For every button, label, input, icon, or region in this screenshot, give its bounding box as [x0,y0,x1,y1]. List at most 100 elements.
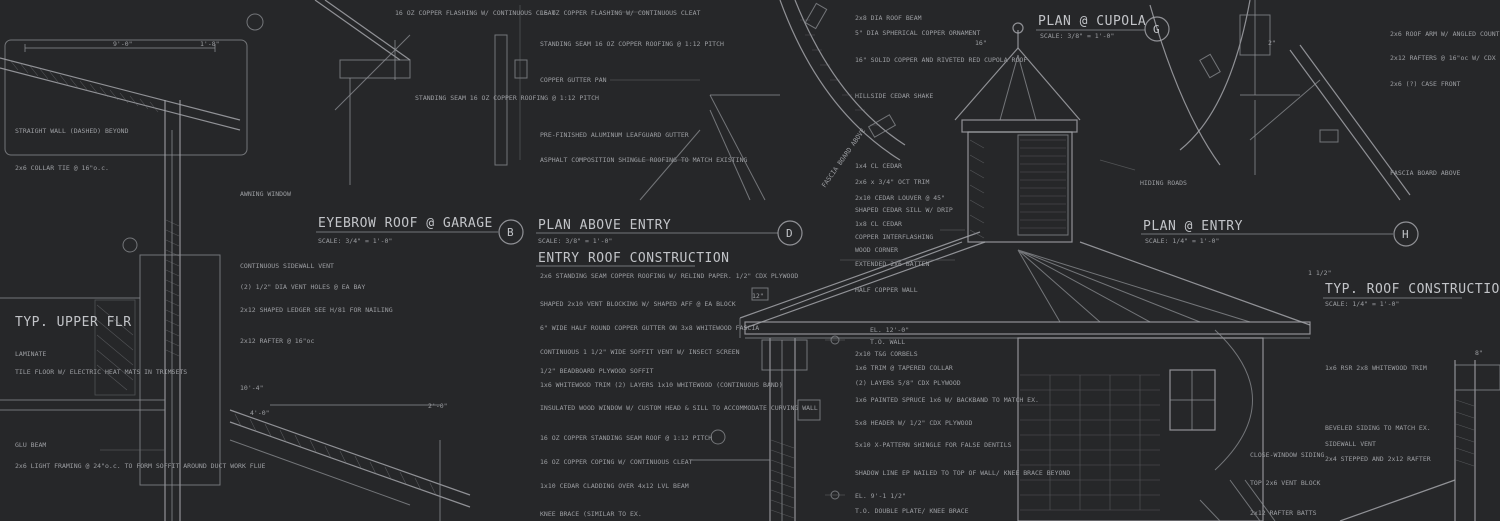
note-tile-floor: TILE FLOOR W/ ELECTRIC HEAT MATS IN TRIM… [15,368,187,376]
svg-text:PLAN @ CUPOLA: PLAN @ CUPOLA [1038,14,1146,29]
svg-text:COPPER INTERFLASHING: COPPER INTERFLASHING [855,233,933,241]
note-copper-flash-a: 16 OZ COPPER FLASHING W/ CONTINUOUS CLEA… [395,9,556,17]
svg-text:16 OZ COPPER FLASHING W/ CONTI: 16 OZ COPPER FLASHING W/ CONTINUOUS CLEA… [540,9,701,17]
svg-text:B: B [507,226,514,239]
svg-text:2x4 STEPPED AND 2x12 RAFTER: 2x4 STEPPED AND 2x12 RAFTER [1325,455,1431,463]
svg-text:PRE-FINISHED ALUMINUM LEAFGUAR: PRE-FINISHED ALUMINUM LEAFGUARD GUTTER [540,131,689,139]
svg-text:1x6 TRIM @ TAPERED COLLAR: 1x6 TRIM @ TAPERED COLLAR [855,364,953,372]
svg-text:SHAPED CEDAR SILL W/ DRIP: SHAPED CEDAR SILL W/ DRIP [855,206,953,214]
svg-text:8": 8" [1475,349,1483,357]
dim-entry-a: 12" [752,292,764,300]
svg-text:PLAN ABOVE ENTRY: PLAN ABOVE ENTRY [538,218,671,233]
svg-text:9'-0": 9'-0" [113,40,133,48]
note-collar-tie: 2x6 COLLAR TIE @ 16"o.c. [15,164,109,172]
svg-text:2x6 STANDING SEAM COPPER ROOFI: 2x6 STANDING SEAM COPPER ROOFING W/ RELI… [540,272,798,280]
svg-text:2x10 T&G CORBELS: 2x10 T&G CORBELS [855,350,918,358]
eave-detail-upper-right: 2x6 ROOF ARM W/ ANGLED COUNTER 2x12 RAFT… [1099,0,1500,201]
svg-text:EL. 9'-1 1/2": EL. 9'-1 1/2" [855,492,906,500]
note-sidewall-vent: CONTINUOUS SIDEWALL VENT [240,262,334,270]
svg-text:HIDING ROADS: HIDING ROADS [1140,179,1187,187]
svg-text:1x6 PAINTED SPRUCE 1x6 W/ BACK: 1x6 PAINTED SPRUCE 1x6 W/ BACKBAND TO MA… [855,396,1039,404]
svg-text:1x6 WHITEWOOD TRIM (2) LAYERS: 1x6 WHITEWOOD TRIM (2) LAYERS 1x10 WHITE… [540,381,783,389]
svg-text:5" DIA SPHERICAL COPPER ORNAME: 5" DIA SPHERICAL COPPER ORNAMENT [855,29,980,37]
dimension-labels: 9'-0" 1'-8" 2'-0" 16" 2" 1 1/2" 8" [113,39,1483,410]
note-awning-window: AWNING WINDOW [240,190,291,198]
svg-text:H: H [1402,228,1409,241]
note-laminate: LAMINATE [15,350,46,358]
note-flashing-2: STANDING SEAM 16 OZ COPPER ROOFING @ 1:1… [415,94,599,102]
svg-text:SCALE: 3/8" = 1'-0": SCALE: 3/8" = 1'-0" [1040,32,1114,40]
svg-text:ENTRY ROOF CONSTRUCTION: ENTRY ROOF CONSTRUCTION [538,251,730,266]
title-plan-cupola: PLAN @ CUPOLA SCALE: 3/8" = 1'-0" G [1036,14,1170,42]
svg-text:HILLSIDE CEDAR SHAKE: HILLSIDE CEDAR SHAKE [855,92,933,100]
note-vent-holes: (2) 1/2" DIA VENT HOLES @ EA BAY [240,283,365,291]
svg-text:TOP 2x6 VENT BLOCK: TOP 2x6 VENT BLOCK [1250,479,1321,487]
svg-text:2x12 RAFTER BATTS: 2x12 RAFTER BATTS [1250,509,1317,517]
svg-text:2x8 DIA ROOF BEAM: 2x8 DIA ROOF BEAM [855,14,922,22]
svg-text:5x8 HEADER W/ 1/2" CDX PLYWOOD: 5x8 HEADER W/ 1/2" CDX PLYWOOD [855,419,972,427]
svg-text:BEVELED SIDING TO MATCH EX.: BEVELED SIDING TO MATCH EX. [1325,424,1431,432]
svg-text:SCALE: 3/4" = 1'-0": SCALE: 3/4" = 1'-0" [318,237,392,245]
svg-text:6" WIDE HALF ROUND COPPER GUTT: 6" WIDE HALF ROUND COPPER GUTTER ON 3x8 … [540,324,759,332]
svg-text:2x10 CEDAR LOUVER @ 45": 2x10 CEDAR LOUVER @ 45" [855,194,945,202]
svg-text:CONTINUOUS 1 1/2" WIDE SOFFIT: CONTINUOUS 1 1/2" WIDE SOFFIT VENT W/ IN… [540,348,740,356]
dim-lower-a: 4'-0" [250,409,270,417]
svg-text:2'-0": 2'-0" [428,402,448,410]
svg-text:PLAN @ ENTRY: PLAN @ ENTRY [1143,219,1243,234]
note-fascia-board: FASCIA BOARD ABOVE [1390,169,1461,177]
svg-text:(2) LAYERS 5/8" CDX PLYWOOD: (2) LAYERS 5/8" CDX PLYWOOD [855,379,961,387]
svg-text:1x6 RSR 2x8 WHITEWOOD TRIM: 1x6 RSR 2x8 WHITEWOOD TRIM [1325,364,1427,372]
svg-text:1 1/2": 1 1/2" [1308,269,1331,277]
svg-text:COPPER GUTTER PAN: COPPER GUTTER PAN [540,76,607,84]
svg-text:EL. 12'-0": EL. 12'-0" [870,326,909,334]
svg-text:1x8 CL CEDAR: 1x8 CL CEDAR [855,220,902,228]
entry-roof-section: ENTRY ROOF CONSTRUCTION 2x6 STANDING SEA… [536,251,818,518]
svg-text:SCALE: 3/8" = 1'-0": SCALE: 3/8" = 1'-0" [538,237,612,245]
svg-text:1x10 CEDAR CLADDING OVER 4x12: 1x10 CEDAR CLADDING OVER 4x12 LVL BEAM [540,482,689,490]
svg-text:SCALE: 1/4" = 1'-0": SCALE: 1/4" = 1'-0" [1325,300,1399,308]
note-light-framing: 2x6 LIGHT FRAMING @ 24"o.c. TO FORM SOFF… [15,462,266,470]
wall-section-left: STRAIGHT WALL (DASHED) BEYOND 2x6 COLLAR… [0,13,393,521]
dim-upper-a: 10'-4" [240,384,263,392]
svg-text:EYEBROW ROOF @ GARAGE: EYEBROW ROOF @ GARAGE [318,216,493,231]
notes-center-column: 16 OZ COPPER FLASHING W/ CONTINUOUS CLEA… [540,9,747,164]
notes-cupola-column: 2x8 DIA ROOF BEAM 5" DIA SPHERICAL COPPE… [840,14,1070,515]
svg-text:HALF COPPER WALL: HALF COPPER WALL [855,286,918,294]
svg-text:SCALE: 1/4" = 1'-0": SCALE: 1/4" = 1'-0" [1145,237,1219,245]
svg-text:2x6 ROOF ARM W/ ANGLED COUNTER: 2x6 ROOF ARM W/ ANGLED COUNTER [1390,30,1500,38]
svg-text:2x6 (?) CASE FRONT: 2x6 (?) CASE FRONT [1390,80,1461,88]
cupola-tower [744,22,1311,521]
svg-text:16": 16" [975,39,987,47]
eave-detail-upper: 16 OZ COPPER FLASHING W/ CONTINUOUS CLEA… [314,0,599,185]
svg-text:5x10 X-PATTERN SHINGLE FOR FAL: 5x10 X-PATTERN SHINGLE FOR FALSE DENTILS [855,441,1012,449]
svg-text:D: D [786,227,793,240]
svg-text:T.O. DOUBLE PLATE/ KNEE BRACE: T.O. DOUBLE PLATE/ KNEE BRACE [855,507,969,515]
note-glu-beam: GLU BEAM [15,441,46,449]
svg-text:SIDEWALL VENT: SIDEWALL VENT [1325,440,1376,448]
note-shaped-ledger: 2x12 SHAPED LEDGER SEE H/81 FOR NAILING [240,306,393,314]
svg-text:16 OZ COPPER COPING W/ CONTINU: 16 OZ COPPER COPING W/ CONTINUOUS CLEAT [540,458,693,466]
svg-text:T.O. WALL: T.O. WALL [870,338,905,346]
title-eyebrow-roof: EYEBROW ROOF @ GARAGE SCALE: 3/4" = 1'-0… [316,216,524,245]
svg-text:WOOD CORNER: WOOD CORNER [855,246,898,254]
svg-text:2": 2" [1268,39,1276,47]
svg-text:STANDING SEAM 16 OZ COPPER ROO: STANDING SEAM 16 OZ COPPER ROOFING @ 1:1… [540,40,724,48]
note-straight-wall: STRAIGHT WALL (DASHED) BEYOND [15,127,129,135]
svg-text:SHAPED 2x10 VENT BLOCKING W/ S: SHAPED 2x10 VENT BLOCKING W/ SHAPED AFF … [540,300,736,308]
svg-text:1'-8": 1'-8" [200,40,220,48]
svg-text:SHADOW LINE EP NAILED TO TOP O: SHADOW LINE EP NAILED TO TOP OF WALL/ KN… [855,469,1070,477]
svg-text:TYP. ROOF CONSTRUCTION: TYP. ROOF CONSTRUCTION [1325,282,1500,297]
svg-text:G: G [1153,23,1160,36]
svg-text:2x6 x 3/4" OCT TRIM: 2x6 x 3/4" OCT TRIM [855,178,929,186]
svg-text:INSULATED WOOD WINDOW W/ CUSTO: INSULATED WOOD WINDOW W/ CUSTOM HEAD & S… [540,404,818,412]
svg-text:16" SOLID COPPER AND RIVETED R: 16" SOLID COPPER AND RIVETED RED CUPOLA … [855,56,1027,64]
svg-text:1x4 CL CEDAR: 1x4 CL CEDAR [855,162,902,170]
note-rafter: 2x12 RAFTER @ 16"oc [240,337,314,345]
svg-text:CLOSE-WINDOW SIDING: CLOSE-WINDOW SIDING [1250,451,1324,459]
svg-text:1/2" BEADBOARD PLYWOOD SOFFIT: 1/2" BEADBOARD PLYWOOD SOFFIT [540,367,654,375]
title-plan-above-entry: PLAN ABOVE ENTRY SCALE: 3/8" = 1'-0" D [536,218,803,246]
title-plan-entry: PLAN @ ENTRY SCALE: 1/4" = 1'-0" H [1141,219,1419,247]
title-typ-upper-flr: TYP. UPPER FLR [15,315,132,330]
